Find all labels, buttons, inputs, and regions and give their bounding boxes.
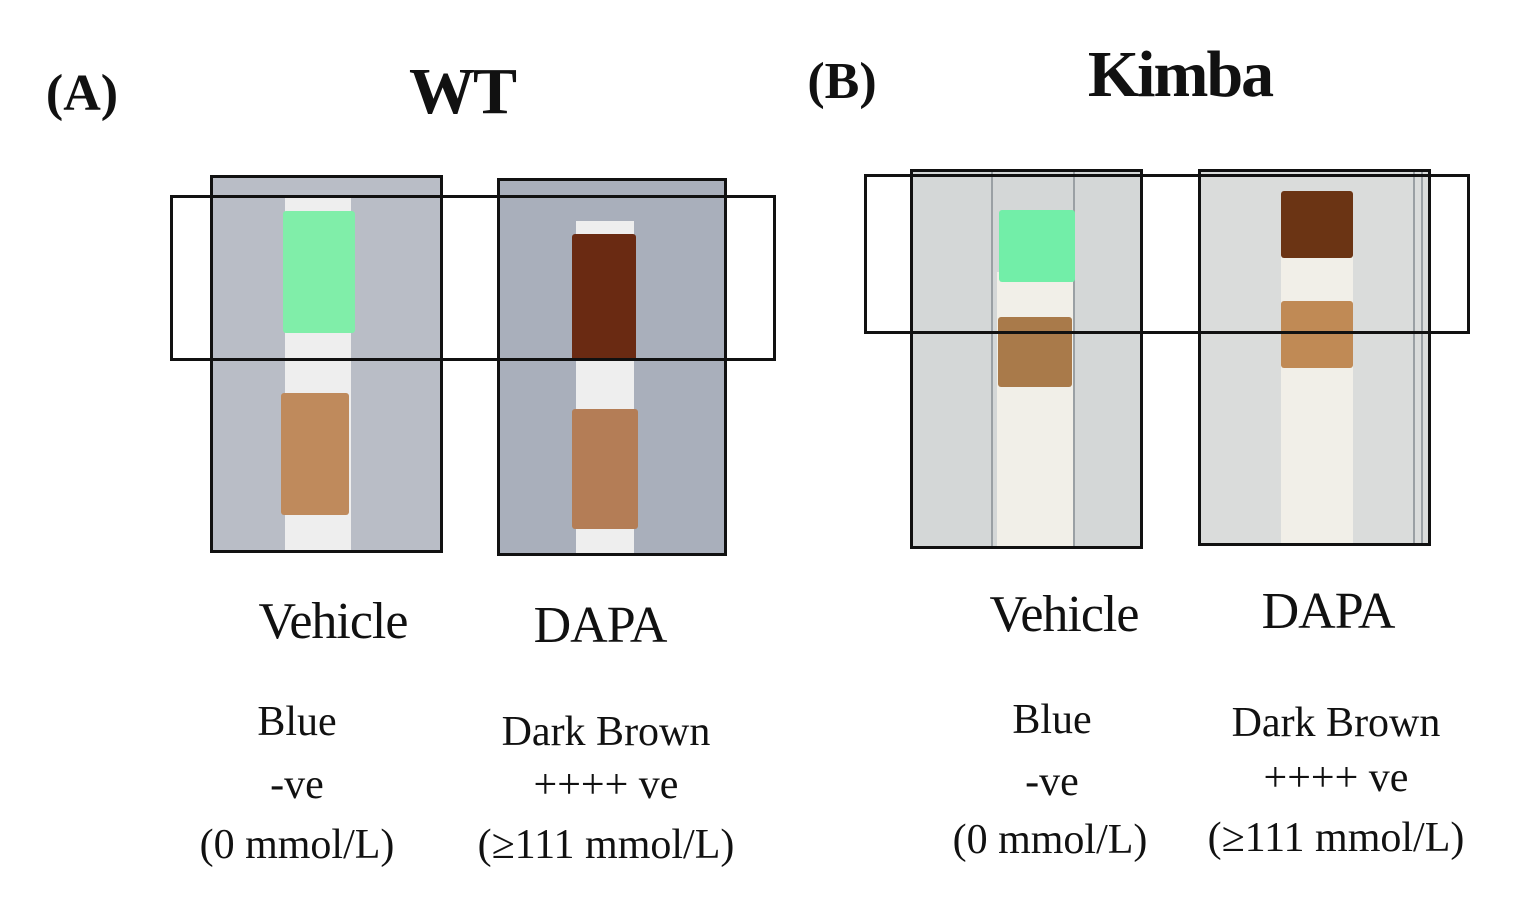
- color-result: Blue: [1012, 697, 1092, 743]
- concentration: (≥111 mmol/L): [477, 822, 735, 868]
- color-result: Dark Brown: [501, 709, 711, 755]
- wt-vehicle-strip-photo: [210, 175, 443, 553]
- condition-label: DAPA: [533, 597, 668, 654]
- wt-dapa-strip-photo: [497, 178, 727, 556]
- concentration: (0 mmol/L): [952, 817, 1148, 863]
- panel-a-title: WT: [408, 55, 517, 128]
- test-result: -ve: [1025, 759, 1079, 805]
- concentration: (≥111 mmol/L): [1207, 815, 1465, 861]
- panel-b-title: Kimba: [1087, 38, 1274, 111]
- panel-b-label: (B): [807, 53, 877, 110]
- glucose-pad: [999, 210, 1075, 282]
- test-result: -ve: [270, 762, 324, 808]
- condition-label: Vehicle: [258, 593, 409, 650]
- glucose-pad: [283, 211, 355, 333]
- test-result: ++++ ve: [533, 762, 679, 808]
- glucose-pad: [572, 234, 636, 361]
- condition-label: Vehicle: [989, 586, 1140, 643]
- highlight-box: [170, 195, 776, 361]
- reference-pad: [998, 317, 1072, 387]
- concentration: (0 mmol/L): [199, 822, 395, 868]
- panel-a-label: (A): [45, 65, 119, 122]
- highlight-box: [864, 174, 1470, 334]
- reference-pad: [281, 393, 349, 515]
- reference-pad: [1281, 301, 1353, 368]
- condition-label: DAPA: [1261, 583, 1396, 640]
- reference-pad: [572, 409, 638, 529]
- color-result: Blue: [257, 699, 337, 745]
- test-result: ++++ ve: [1263, 755, 1409, 801]
- glucose-pad: [1281, 191, 1353, 258]
- kimba-vehicle-strip-photo: [910, 169, 1143, 549]
- kimba-dapa-strip-photo: [1198, 169, 1431, 546]
- color-result: Dark Brown: [1231, 700, 1441, 746]
